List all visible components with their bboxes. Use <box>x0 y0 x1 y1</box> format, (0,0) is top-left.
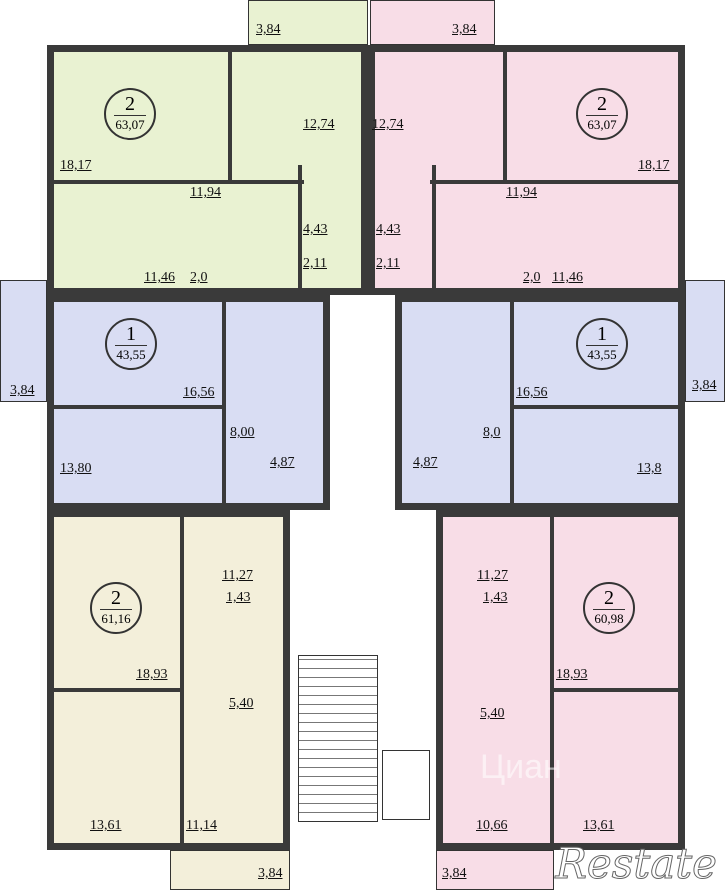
area-label: 18,93 <box>136 667 168 682</box>
area-label: 11,14 <box>186 818 217 833</box>
area-label: 13,8 <box>637 461 662 476</box>
area-label: 2,11 <box>303 256 327 271</box>
area-label: 4,87 <box>270 455 295 470</box>
area-label: 2,0 <box>190 270 208 285</box>
area-label: 18,17 <box>638 158 670 173</box>
area-label: 11,27 <box>222 568 253 583</box>
wall <box>54 180 304 184</box>
area-label: 1,43 <box>226 590 251 605</box>
area-label: 4,87 <box>413 455 438 470</box>
wall <box>503 52 507 182</box>
area-label: 18,93 <box>556 667 588 682</box>
wall <box>550 688 680 692</box>
area-label: 2,0 <box>523 270 541 285</box>
area-label: 11,94 <box>506 185 537 200</box>
wall <box>510 300 514 505</box>
area-label: 11,94 <box>190 185 221 200</box>
wall <box>430 180 680 184</box>
area-label: 3,84 <box>258 866 283 881</box>
area-label: 11,27 <box>477 568 508 583</box>
area-label: 12,74 <box>303 117 335 132</box>
elevator <box>382 750 430 820</box>
area-label: 3,84 <box>442 866 467 881</box>
staircase <box>298 655 378 822</box>
wall <box>510 405 680 409</box>
balcony-top-left <box>248 0 368 45</box>
area-label: 4,43 <box>376 222 401 237</box>
wall <box>54 688 184 692</box>
apartment-bottom-right <box>436 510 685 850</box>
restate-logo: Restate <box>555 839 718 889</box>
area-label: 16,56 <box>516 385 548 400</box>
area-label: 13,80 <box>60 461 92 476</box>
area-label: 12,74 <box>372 117 404 132</box>
area-label: 13,61 <box>90 818 122 833</box>
wall <box>298 165 302 295</box>
area-label: 4,43 <box>303 222 328 237</box>
area-label: 13,61 <box>583 818 615 833</box>
balcony-bottom-right <box>436 850 554 890</box>
area-label: 3,84 <box>256 22 281 37</box>
area-label: 1,43 <box>483 590 508 605</box>
area-label: 11,46 <box>144 270 175 285</box>
apartment-mid-right <box>395 295 685 510</box>
apartment-bottom-left <box>47 510 290 850</box>
apartment-mid-left <box>47 295 330 510</box>
area-label: 3,84 <box>452 22 477 37</box>
area-label: 18,17 <box>60 158 92 173</box>
balcony-mid-left <box>0 280 47 402</box>
wall <box>222 300 226 505</box>
area-label: 5,40 <box>229 696 254 711</box>
watermark-overlay: Циан <box>480 748 562 786</box>
area-label: 8,0 <box>483 425 501 440</box>
area-label: 3,84 <box>692 378 717 393</box>
wall <box>550 517 554 847</box>
area-label: 16,56 <box>183 385 215 400</box>
wall <box>180 517 184 847</box>
balcony-top-right <box>370 0 495 45</box>
area-label: 10,66 <box>476 818 508 833</box>
wall <box>54 405 224 409</box>
wall <box>228 52 232 182</box>
area-label: 11,46 <box>552 270 583 285</box>
apartment-top-right <box>368 45 685 295</box>
wall <box>432 165 436 295</box>
apartment-top-left <box>47 45 368 295</box>
area-label: 2,11 <box>376 256 400 271</box>
area-label: 8,00 <box>230 425 255 440</box>
area-label: 5,40 <box>480 706 505 721</box>
area-label: 3,84 <box>10 383 35 398</box>
